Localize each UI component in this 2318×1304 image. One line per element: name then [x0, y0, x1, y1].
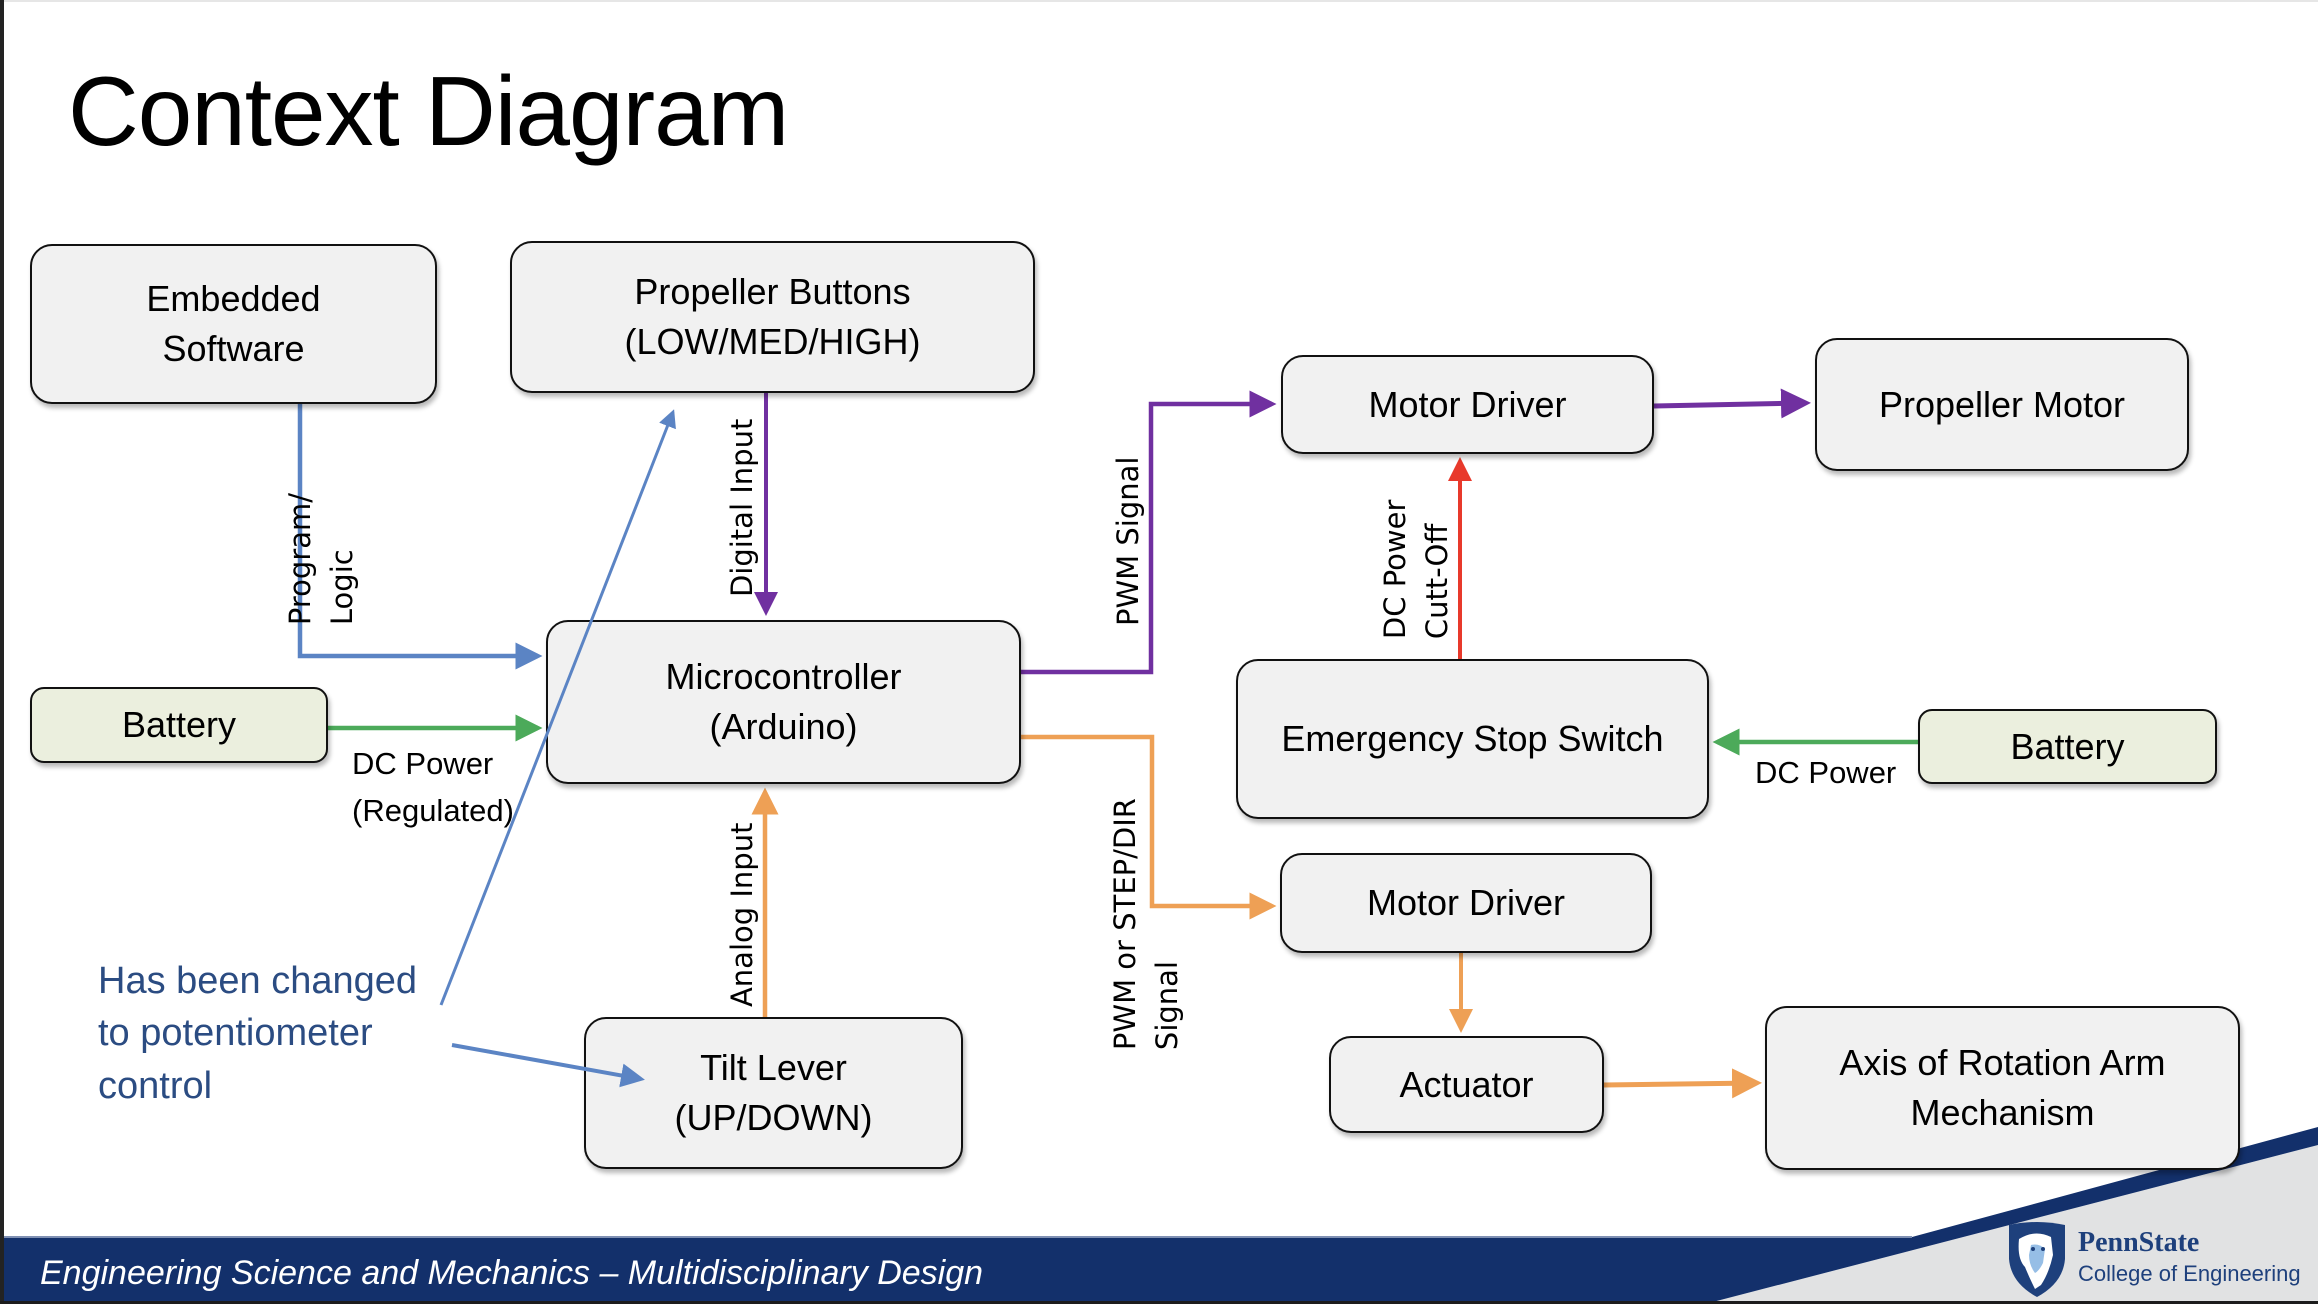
label-line: DC Power	[352, 746, 494, 781]
node-label-line: Propeller Buttons	[634, 271, 911, 313]
arrow-program-logic	[297, 404, 543, 670]
node-label-line: (Arduino)	[709, 706, 858, 747]
node-label-line: Actuator	[1399, 1063, 1534, 1105]
nittany-lion-shield-icon	[2009, 1222, 2065, 1297]
footer-navy-band	[4, 1127, 2318, 1304]
label-dc-power-regulated: DC Power (Regulated)	[352, 741, 514, 834]
node-label-line: Propeller Motor	[1878, 383, 2126, 425]
node-label-line: Battery	[121, 704, 237, 746]
node-label-line: Microcontroller	[665, 656, 902, 698]
node-label-line: Tilt Lever	[700, 1047, 847, 1089]
annotation-line: Has been changed	[98, 960, 418, 1002]
node-label-line: Software	[162, 328, 305, 369]
label-dc-power-right: DC Power	[1755, 750, 1896, 797]
slide-bottom-border	[0, 1301, 2318, 1304]
arrow-pwm-signal	[1020, 390, 1277, 675]
annotation-line: to potentiometer	[98, 1012, 373, 1055]
footer-course-title: Engineering Science and Mechanics – Mult…	[40, 1254, 984, 1292]
node-actuator: Actuator	[1329, 1036, 1604, 1133]
node-label-line: Emergency Stop Switch	[1281, 718, 1664, 760]
arrow-pwm-step-dir	[1020, 734, 1277, 920]
slide-left-border	[0, 0, 4, 1304]
node-battery-left: Battery	[30, 687, 328, 763]
slide-top-border	[4, 0, 2318, 2]
node-emergency-stop-switch: Emergency Stop Switch	[1236, 659, 1709, 819]
node-label-line: Mechanism	[1910, 1092, 2095, 1133]
node-label-line: Motor Driver	[1366, 882, 1566, 924]
node-label-line: (UP/DOWN)	[674, 1097, 873, 1138]
annotation-arrow-to-propeller-buttons	[439, 409, 676, 1006]
label-line: DC Power	[1755, 755, 1897, 790]
node-propeller-buttons: Propeller Buttons (LOW/MED/HIGH)	[510, 241, 1035, 393]
annotation-arrow-to-tilt-lever	[451, 1043, 645, 1088]
annotation-line: control	[98, 1064, 213, 1107]
slide-title: Context Diagram	[68, 56, 789, 166]
node-label-line: Axis of Rotation Arm	[1839, 1042, 2166, 1084]
annotation-callout: Has been changed to potentiometer contro…	[98, 955, 417, 1112]
node-battery-right: Battery	[1918, 709, 2217, 784]
node-label-line: Battery	[2010, 725, 2125, 767]
logo-subtitle: College of Engineering	[2078, 1261, 2301, 1286]
label-line: (Regulated)	[352, 792, 514, 828]
logo-wordmark: PennState	[2078, 1227, 2200, 1258]
node-label-line: Motor Driver	[1368, 383, 1567, 425]
arrow-to-axis-mechanism	[1602, 1068, 1762, 1099]
node-label-line: (LOW/MED/HIGH)	[624, 321, 921, 362]
arrow-to-propeller-motor	[1653, 388, 1811, 419]
node-motor-driver-actuator: Motor Driver	[1280, 853, 1652, 953]
node-embedded-software: Embedded Software	[30, 244, 437, 404]
node-label-line: Embedded	[146, 278, 321, 320]
node-motor-driver-propeller: Motor Driver	[1281, 355, 1654, 454]
node-microcontroller: Microcontroller (Arduino)	[546, 620, 1021, 784]
node-tilt-lever: Tilt Lever (UP/DOWN)	[584, 1017, 963, 1169]
pennstate-logo: PennState College of Engineering	[2005, 1222, 2305, 1297]
node-axis-of-rotation-arm: Axis of Rotation Arm Mechanism	[1765, 1006, 2240, 1170]
node-propeller-motor: Propeller Motor	[1815, 338, 2189, 471]
